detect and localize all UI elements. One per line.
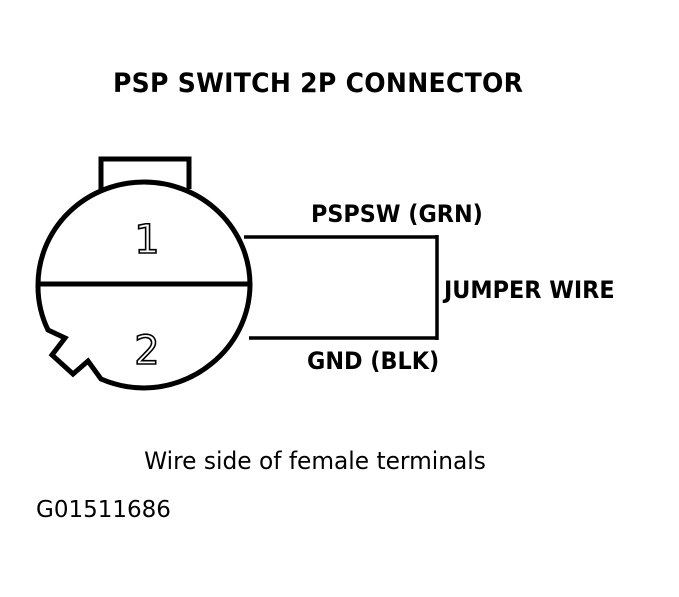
figure-id-code: G01511686 bbox=[36, 497, 171, 523]
jumper-wire-label: JUMPER WIRE bbox=[444, 276, 615, 304]
wire-label-gnd: GND (BLK) bbox=[307, 347, 440, 375]
terminal-number-1: 1 bbox=[134, 217, 159, 263]
diagram-caption: Wire side of female terminals bbox=[144, 447, 486, 475]
terminal-number-2: 2 bbox=[134, 328, 159, 374]
diagram-title: PSP SWITCH 2P CONNECTOR bbox=[113, 68, 524, 99]
connector-body-outline bbox=[35, 179, 253, 391]
wire-label-pspsw: PSPSW (GRN) bbox=[311, 200, 483, 228]
connector-locking-tab bbox=[98, 156, 192, 189]
